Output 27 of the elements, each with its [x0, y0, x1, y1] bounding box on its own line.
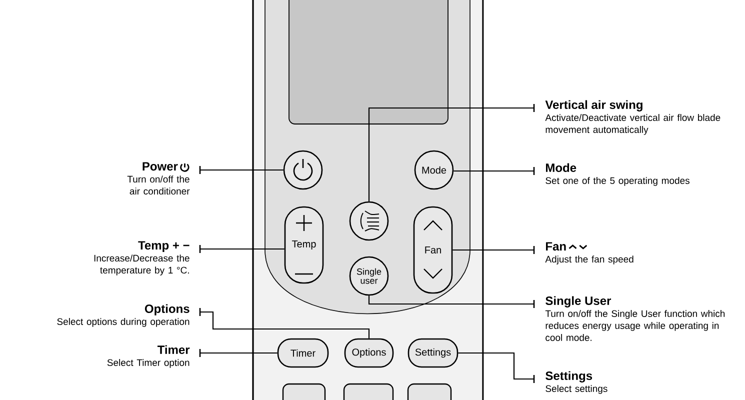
single-user-button: Single user — [349, 256, 389, 296]
callout-text: Power Turn on/off the air conditioner — [127, 162, 190, 195]
fan-button: Fan — [413, 206, 453, 294]
callout-text: Vertical air swing Activate/Deactivate vertical air flow blade movement automatically — [545, 100, 720, 135]
leader-line — [200, 352, 278, 354]
leader-line — [452, 249, 534, 251]
options-button: Options — [344, 338, 394, 368]
leader-line — [368, 107, 534, 202]
leader-line — [368, 296, 534, 305]
leader-line — [200, 248, 284, 250]
mode-button: Mode — [414, 150, 454, 190]
leader-line — [454, 170, 534, 172]
callout-text: Fan Adjust the fan speed — [545, 242, 634, 264]
leader-line — [200, 311, 370, 338]
temp-button: Temp — [284, 206, 324, 284]
callout-text: Options Select options during operation — [57, 304, 190, 327]
leader-line — [458, 352, 534, 380]
callout-text: Temp + − Increase/Decrease the temperature by 1 °C. — [94, 241, 190, 276]
swing-button — [349, 201, 389, 241]
callout-text: Timer Select Timer option — [107, 345, 190, 368]
callout-text: Settings Select settings — [546, 371, 608, 394]
power-button — [283, 150, 323, 190]
timer-button: Timer — [277, 338, 329, 368]
callout-text: Single User Turn on/off the Single User function which reduces energy usage while operating in cool mode. — [545, 296, 725, 341]
leader-line — [200, 169, 284, 171]
settings-button: Settings — [408, 338, 458, 368]
callout-text: Mode Set one of the 5 operating modes — [546, 163, 690, 186]
